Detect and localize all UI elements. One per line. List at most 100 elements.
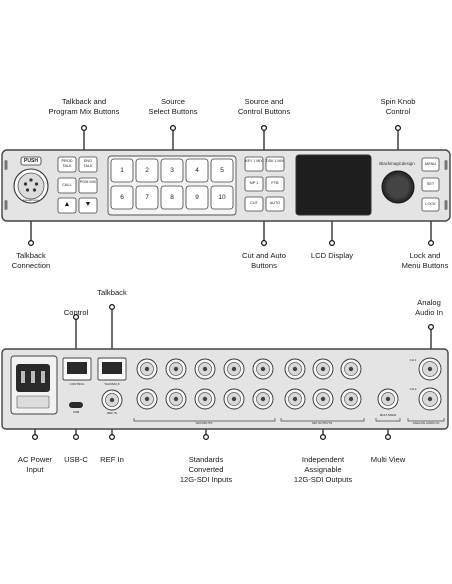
sdi-output-bnc[interactable] <box>312 388 334 410</box>
ac-power-inlet[interactable] <box>10 355 58 415</box>
callout-line-1: Talkback and <box>61 97 107 106</box>
source-select-block <box>107 155 237 216</box>
eng-talk-button[interactable] <box>78 156 98 173</box>
sdi-input-bnc[interactable] <box>194 388 216 410</box>
sdi-input-bnc[interactable] <box>194 358 216 380</box>
ref-in-bnc[interactable] <box>101 389 123 411</box>
source-button-7[interactable] <box>135 185 159 210</box>
callout-control: Control <box>51 308 101 318</box>
source-button-8[interactable] <box>160 185 184 210</box>
lcd-display <box>295 154 372 216</box>
callout-line-1: Talkback <box>97 288 127 297</box>
callout-source-control: Source and Control Buttons <box>219 97 309 117</box>
callout-line-1: LCD Display <box>310 251 354 260</box>
auto-button[interactable] <box>265 196 285 212</box>
talk-button-group <box>57 156 98 214</box>
callout-spin-knob: Spin Knob Control <box>363 97 433 117</box>
callout-ref-in: REF In <box>94 455 130 465</box>
callout-lcd-display: LCD Display <box>302 251 362 261</box>
callout-line-2: Converted <box>188 465 224 474</box>
callout-independent-assignable: Independent Assignable 12G-SDI Outputs <box>278 455 368 485</box>
callout-line-1: REF In <box>100 455 124 464</box>
source-button-9[interactable] <box>185 185 209 210</box>
sdi-input-bnc[interactable] <box>136 388 158 410</box>
spin-knob[interactable] <box>381 170 415 204</box>
multiview-bnc[interactable] <box>377 388 399 410</box>
cut-button[interactable] <box>244 196 264 212</box>
sdi-output-bnc[interactable] <box>340 388 362 410</box>
source-button-6[interactable] <box>110 185 134 210</box>
usb-c-port[interactable] <box>69 402 83 408</box>
ftb-button[interactable] <box>265 176 285 192</box>
source-button-10[interactable] <box>210 185 234 210</box>
callout-cut-auto: Cut and Auto Buttons <box>229 251 299 271</box>
callout-line-2: Menu Buttons <box>401 261 449 270</box>
right-button-group <box>421 157 440 212</box>
sdi-input-bnc[interactable] <box>252 358 274 380</box>
control-port[interactable] <box>62 357 92 381</box>
key1-mix-button[interactable] <box>244 156 264 172</box>
callout-line-1: Multi View <box>370 455 406 464</box>
callout-line-1: Lock and <box>409 251 441 260</box>
callout-line-1: Control <box>63 308 89 317</box>
analog-audio-ch1-connector[interactable] <box>418 357 442 381</box>
callout-line-2: Program Mix Buttons <box>48 107 120 116</box>
callout-line-1: Analog <box>417 298 441 307</box>
call-button[interactable] <box>57 177 77 194</box>
pgm-mix-button[interactable] <box>78 177 98 194</box>
arrow-down-button[interactable] <box>78 197 98 214</box>
callout-line-1: USB-C <box>64 455 88 464</box>
mp1-button[interactable] <box>244 176 264 192</box>
source-button-4[interactable] <box>185 158 209 183</box>
sdi-output-bnc[interactable] <box>284 388 306 410</box>
sdi-output-bnc[interactable] <box>340 358 362 380</box>
callout-line-1: Spin Knob <box>380 97 416 106</box>
callout-talkback: Talkback <box>82 288 142 298</box>
menu-button[interactable] <box>421 157 440 172</box>
lock-button[interactable] <box>421 197 440 212</box>
callout-line-3: 12G-SDI Outputs <box>293 475 353 484</box>
talkback-xlr-connector[interactable] <box>13 156 49 204</box>
callout-line-1: Independent <box>301 455 345 464</box>
source-button-1[interactable] <box>110 158 134 183</box>
arrow-up-button[interactable] <box>57 197 77 214</box>
callout-line-2: Input <box>26 465 44 474</box>
sdi-group-brackets <box>133 418 445 422</box>
callout-line-3: 12G-SDI Inputs <box>179 475 233 484</box>
sdi-output-bnc[interactable] <box>312 358 334 380</box>
callout-line-2: Connection <box>11 261 51 270</box>
prod-talk-button[interactable] <box>57 156 77 173</box>
sdi-input-bnc[interactable] <box>252 388 274 410</box>
sdi-input-bnc[interactable] <box>223 358 245 380</box>
source-button-2[interactable] <box>135 158 159 183</box>
source-button-3[interactable] <box>160 158 184 183</box>
callout-line-2: Control <box>385 107 411 116</box>
sdi-input-bnc[interactable] <box>165 388 187 410</box>
callout-line-2: Control Buttons <box>237 107 291 116</box>
sdi-output-bnc[interactable] <box>284 358 306 380</box>
callout-line-2: Buttons <box>251 261 277 270</box>
callout-talkback-program-mix: Talkback and Program Mix Buttons <box>34 97 134 117</box>
callout-line-2: Assignable <box>304 465 342 474</box>
callout-line-1: Standards <box>188 455 224 464</box>
callout-multi-view: Multi View <box>363 455 413 465</box>
callout-lines-rear <box>31 304 435 441</box>
callout-line-1: Cut and Auto <box>242 251 286 260</box>
analog-audio-ch2-connector[interactable] <box>418 387 442 411</box>
callout-usb-c: USB-C <box>56 455 96 465</box>
callout-line-1: AC Power <box>17 455 53 464</box>
callout-talkback-connection: Talkback Connection <box>0 251 62 271</box>
control-button-group <box>244 156 285 212</box>
callout-line-1: Source <box>160 97 186 106</box>
callout-source-select: Source Select Buttons <box>133 97 213 117</box>
sdi-input-bnc[interactable] <box>136 358 158 380</box>
sdi-input-bnc[interactable] <box>223 388 245 410</box>
callout-standards-converted: Standards Converted 12G-SDI Inputs <box>166 455 246 485</box>
talkback-port[interactable] <box>97 357 127 381</box>
callout-line-2: Select Buttons <box>148 107 198 116</box>
callout-lines-front <box>28 124 435 247</box>
source-button-5[interactable] <box>210 158 234 183</box>
dsk1-mix-button[interactable] <box>265 156 285 172</box>
sdi-input-bnc[interactable] <box>165 358 187 380</box>
set-button[interactable] <box>421 177 440 192</box>
